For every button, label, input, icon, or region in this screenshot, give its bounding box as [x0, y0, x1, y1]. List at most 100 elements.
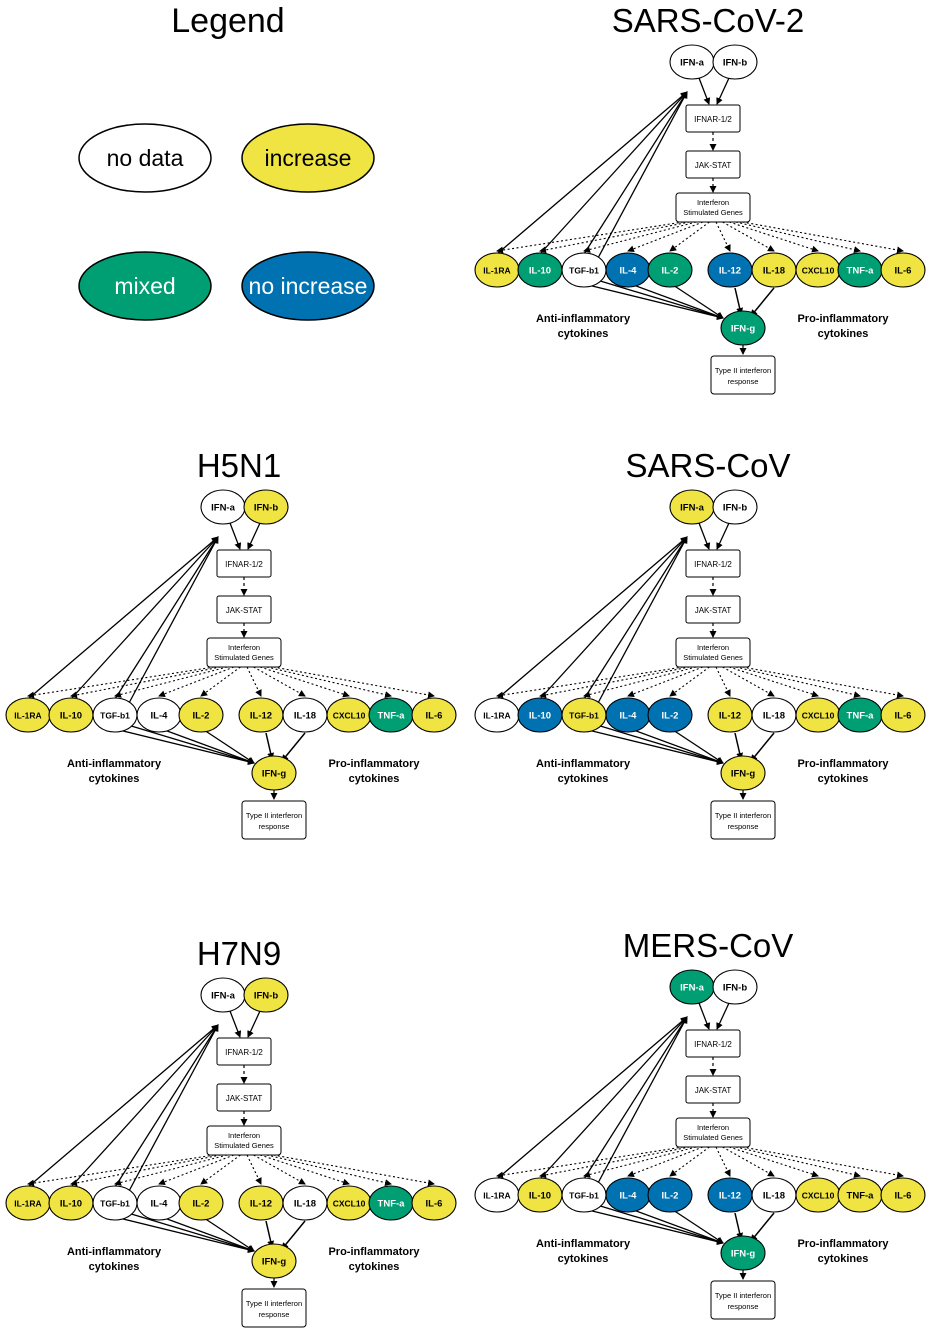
edge-isg-il-2 — [200, 666, 241, 697]
node-cxcl10: CXCL10 — [326, 1185, 372, 1221]
node-il-4-label: IL-4 — [620, 711, 638, 722]
node-ifn-b-shape — [243, 977, 289, 1013]
node-ifn-g-shape — [720, 755, 766, 791]
pro-inflammatory-sub: cytokines — [349, 1261, 400, 1273]
node-il-10: IL-10 — [48, 1185, 94, 1221]
edge-isg-tnf-a — [735, 666, 861, 699]
legend-item-mixed: mixed — [78, 251, 212, 321]
node-ifnar: IFNAR-1/2 — [216, 549, 272, 578]
edge-to-ifng-3 — [669, 282, 724, 319]
edge-isg-cxcl10 — [729, 666, 819, 698]
node-type-ii-label-1: Type II interferon — [246, 811, 302, 820]
edge-to-ifng-0 — [583, 283, 724, 320]
node-isg-label-1: Interferon — [697, 1123, 729, 1132]
node-il-10-label: IL-10 — [60, 711, 82, 722]
edge-to-ifng-1 — [596, 1204, 724, 1245]
node-jak-stat: JAK-STAT — [685, 1075, 741, 1104]
node-ifnar-box — [685, 104, 741, 133]
anti-inflammatory-sub: cytokines — [89, 773, 140, 785]
node-il-18-label: IL-18 — [294, 711, 316, 722]
legend-swatch-increase — [241, 123, 375, 193]
edge-to-ifng-3 — [669, 727, 724, 764]
edge-il18-ifng — [750, 732, 775, 762]
node-ifnar-box — [685, 1029, 741, 1058]
edge-il12-ifng — [265, 732, 275, 760]
anti-inflammatory-label: Anti-inflammatory — [536, 1238, 631, 1250]
node-il-12-label: IL-12 — [250, 1199, 272, 1210]
node-il-6-label: IL-6 — [426, 1199, 443, 1210]
node-tgf-b1-label: TGF-b1 — [100, 711, 130, 721]
node-ifnar: IFNAR-1/2 — [685, 1029, 741, 1058]
node-type-ii-box — [241, 800, 307, 840]
node-il-2-label: IL-2 — [193, 1199, 210, 1210]
pro-inflammatory-label: Pro-inflammatory — [797, 1238, 889, 1250]
node-il-2: IL-2 — [647, 252, 693, 288]
node-jak-stat: JAK-STAT — [216, 1083, 272, 1112]
node-il-1ra: IL-1RA — [5, 1185, 51, 1221]
node-isg-label-1: Interferon — [697, 643, 729, 652]
node-ifnar-box — [216, 549, 272, 578]
edge-isg-tgf-b1 — [114, 666, 228, 698]
node-il-6: IL-6 — [880, 252, 926, 288]
legend-label-increase: increase — [265, 145, 352, 171]
edge-isg-il-10 — [539, 1146, 690, 1179]
node-ifn-a-label: IFN-a — [680, 503, 704, 514]
node-jak-stat-box — [685, 595, 741, 624]
node-cxcl10-label: CXCL10 — [802, 1191, 835, 1201]
anti-inflammatory-sub: cytokines — [558, 328, 609, 340]
panel-title: SARS-CoV — [625, 447, 790, 484]
node-isg-box — [675, 192, 751, 223]
node-ifn-a: IFN-a — [669, 969, 715, 1005]
node-ifn-a-label: IFN-a — [211, 503, 235, 514]
legend-label-no-increase: no increase — [249, 273, 368, 299]
node-il-18: IL-18 — [751, 697, 797, 733]
node-jak-stat-label: JAK-STAT — [695, 161, 732, 170]
edge-feedback-0 — [496, 91, 688, 255]
node-cxcl10-label: CXCL10 — [802, 711, 835, 721]
edge-isg-il-6 — [742, 1146, 904, 1179]
edge-isg-tnf-a — [735, 221, 861, 254]
edge-isg-tnf-a — [266, 666, 392, 699]
edge-to-ifng-1 — [127, 1212, 255, 1253]
node-type-ii-label-1: Type II interferon — [715, 811, 771, 820]
node-il-18-label: IL-18 — [763, 711, 785, 722]
legend-label-no-data: no data — [107, 145, 184, 171]
node-tgf-b1: TGF-b1 — [92, 1185, 138, 1221]
edge-isg-il-6 — [273, 1154, 435, 1187]
node-type-ii-label-1: Type II interferon — [715, 1291, 771, 1300]
edge-feedback-2 — [583, 1016, 688, 1180]
edge-isg-il-1ra — [496, 1146, 684, 1179]
node-jak-stat-box — [685, 1075, 741, 1104]
edge-feedback-1 — [70, 1024, 219, 1188]
node-il-4-label: IL-4 — [151, 711, 169, 722]
node-type-ii-box — [710, 1280, 776, 1320]
node-ifn-b: IFN-b — [712, 44, 758, 80]
edge-isg-il-12 — [715, 221, 731, 252]
node-il-12: IL-12 — [707, 697, 753, 733]
edge-feedback-1 — [70, 536, 219, 700]
edges — [27, 522, 435, 800]
edge-feedback-3 — [128, 1024, 219, 1192]
node-ifn-g-label: IFN-g — [731, 1249, 755, 1260]
edge-isg-il-18 — [722, 221, 775, 252]
edge-ifnb-ifnar — [247, 1010, 261, 1038]
node-il-4-label: IL-4 — [620, 1191, 638, 1202]
node-il-1ra-label: IL-1RA — [483, 266, 510, 276]
pro-inflammatory-label: Pro-inflammatory — [328, 758, 420, 770]
node-cxcl10: CXCL10 — [326, 697, 372, 733]
node-ifn-g-shape — [251, 1243, 297, 1279]
edge-to-ifng-0 — [583, 728, 724, 765]
node-il-2-label: IL-2 — [662, 266, 679, 277]
node-il-12: IL-12 — [707, 1177, 753, 1213]
node-jak-stat-label: JAK-STAT — [226, 606, 263, 615]
node-isg-label-2: Stimulated Genes — [683, 208, 743, 217]
node-isg-label-1: Interferon — [228, 643, 260, 652]
edge-to-ifng-2 — [158, 727, 255, 765]
node-ifn-g: IFN-g — [720, 755, 766, 791]
edge-isg-il-18 — [253, 1154, 306, 1185]
